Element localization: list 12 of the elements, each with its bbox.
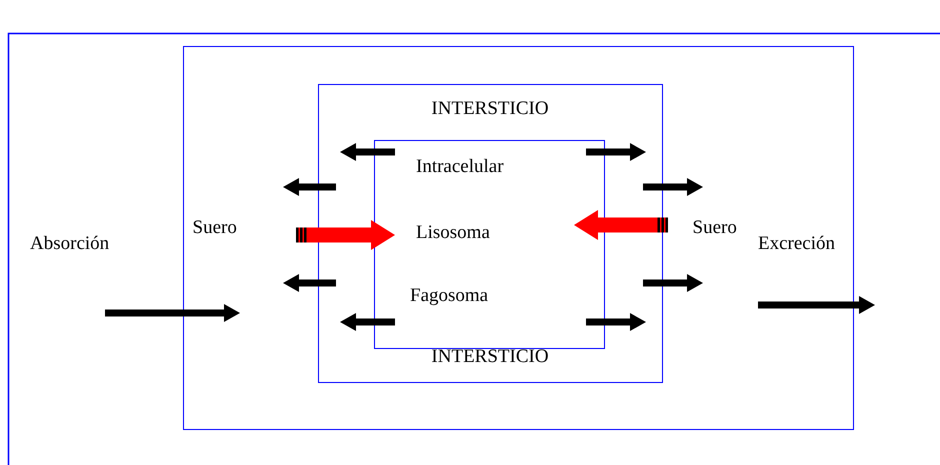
compartment-label: Intracelular	[416, 157, 504, 176]
compartment-label: Lisosoma	[416, 223, 490, 242]
compartment-label: Fagosoma	[410, 286, 488, 305]
compartment-box	[318, 84, 662, 382]
compartment-box	[374, 140, 605, 349]
process-label: Absorción	[30, 234, 110, 253]
compartment-label: INTERSTICIO	[431, 346, 549, 366]
compartment-label: Suero	[692, 218, 754, 236]
process-label: Excreción	[758, 234, 836, 253]
compartment-label: Suero	[192, 218, 264, 236]
compartment-box	[183, 46, 854, 430]
compartment-label: INTERSTICIO	[431, 98, 549, 118]
